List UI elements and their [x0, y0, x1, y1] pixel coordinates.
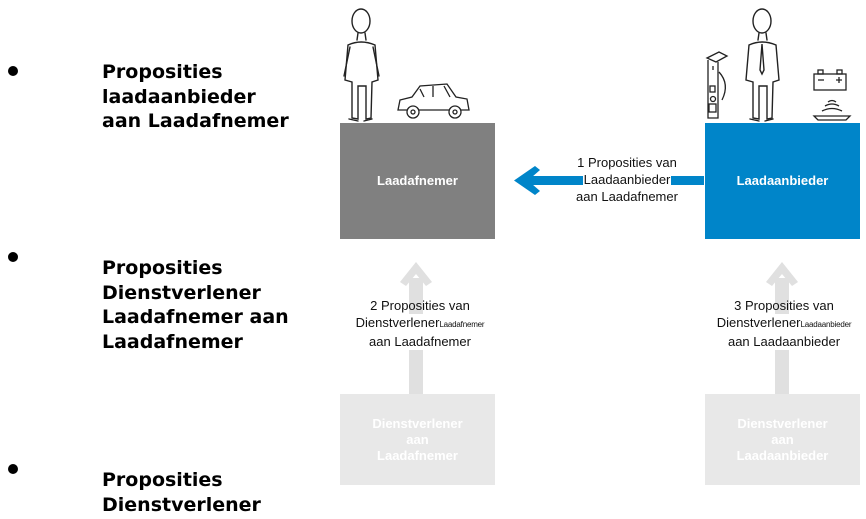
laadaanbieder-label: Laadaanbieder — [736, 173, 829, 188]
box-line: Laadafnemer — [377, 447, 458, 463]
bullet-text: Proposities laadaanbieder aan Laadafneme… — [102, 61, 289, 132]
caption-1: 1 Proposities van Laadaanbieder aan Laad… — [560, 154, 694, 205]
bullet-text: Proposities Dienstverlener Laadafnemer a… — [102, 257, 289, 353]
caption-line: 2 Proposities van — [370, 298, 470, 313]
caption-line: aan Laadaanbieder — [726, 333, 842, 350]
bullet-dot — [8, 66, 18, 76]
caption-text: Dienstverlener — [716, 315, 801, 330]
box-line: aan — [406, 431, 429, 447]
caption-subscript: Laadafnemer — [439, 320, 485, 329]
caption-2: 2 Proposities van DienstverlenerLaadafne… — [334, 297, 506, 350]
caption-3: 3 Proposities van DienstverlenerLaadaanb… — [698, 297, 866, 350]
caption-line: Laadaanbieder — [582, 171, 672, 188]
caption-subscript: Laadaanbieder — [800, 320, 852, 329]
box-line: Laadaanbieder — [736, 447, 829, 463]
caption-text: Dienstverlener — [355, 315, 440, 330]
box-line: Dienstverlener — [372, 415, 463, 431]
caption-line: 1 Proposities van — [577, 155, 677, 170]
battery-icon — [813, 69, 847, 91]
person-icon — [343, 8, 380, 122]
bullet-dot — [8, 252, 18, 262]
wireless-charger-icon — [812, 99, 852, 121]
car-icon — [397, 83, 470, 119]
person-icon — [745, 8, 780, 122]
charging-pole-icon — [705, 51, 729, 119]
caption-line: aan Laadafnemer — [368, 333, 472, 350]
laadafnemer-box: Laadafnemer — [340, 123, 495, 239]
dienstverlener-laadafnemer-box: Dienstverlener aan Laadafnemer — [340, 394, 495, 485]
box-line: Dienstverlener — [737, 415, 828, 431]
caption-line: aan Laadafnemer — [576, 189, 678, 204]
caption-line-2: DienstverlenerLaadaanbieder — [715, 314, 853, 333]
box-line: aan — [771, 431, 794, 447]
caption-line: 3 Proposities van — [734, 298, 834, 313]
bullet-text: Proposities Dienstverlener — [102, 469, 261, 516]
caption-line-2: DienstverlenerLaadafnemer — [354, 314, 486, 333]
dienstverlener-laadaanbieder-box: Dienstverlener aan Laadaanbieder — [705, 394, 860, 485]
laadafnemer-label: Laadafnemer — [377, 173, 458, 188]
laadaanbieder-box: Laadaanbieder — [705, 123, 860, 239]
bullet-dot — [8, 464, 18, 474]
